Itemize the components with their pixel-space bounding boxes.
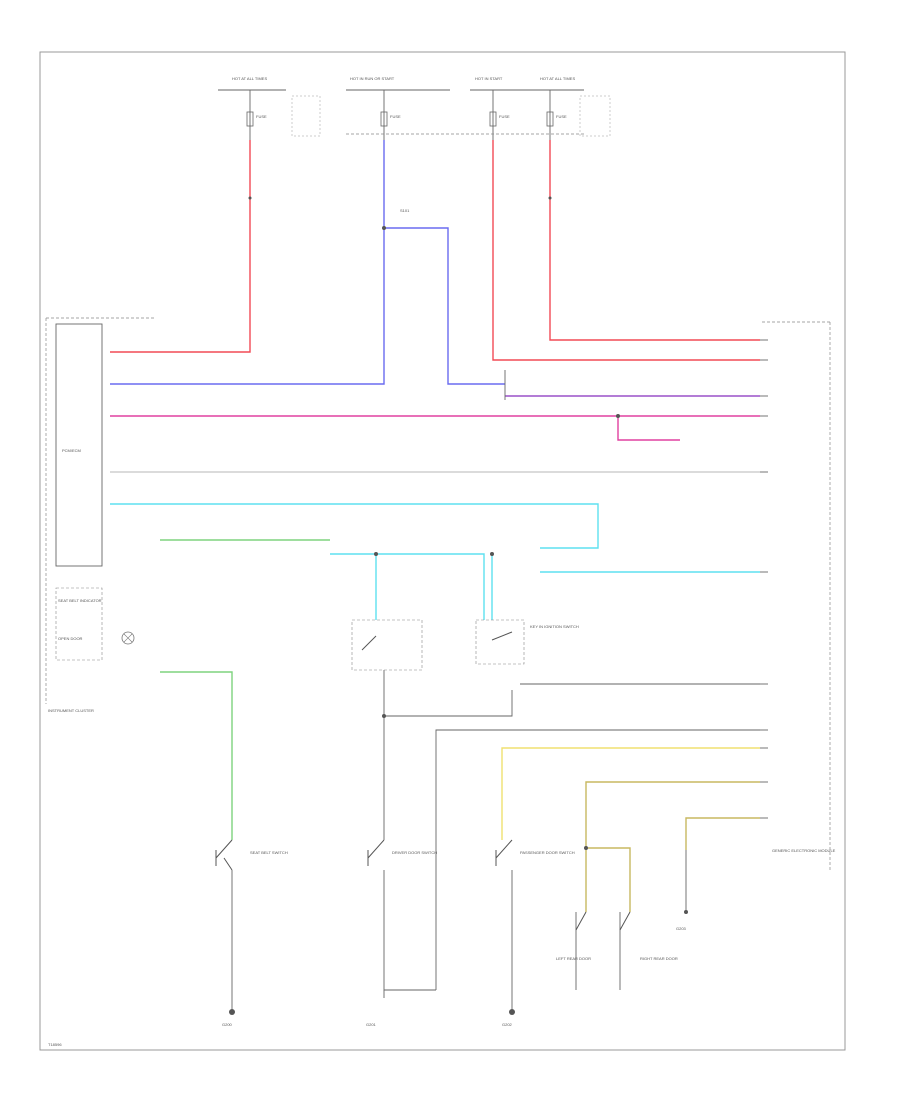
- ic-name-label: INSTRUMENT CLUSTER: [48, 708, 94, 713]
- seat-belt-switch-label: SEAT BELT SWITCH: [250, 850, 288, 855]
- ground-2: G201: [366, 990, 385, 1027]
- power-source-middle: HOT IN RUN OR START FUSE HOT IN START FU…: [346, 76, 584, 140]
- wire-yellow: [501, 747, 760, 840]
- wire-olive1: [585, 781, 760, 912]
- hot-label-mid1: HOT IN RUN OR START: [350, 76, 395, 81]
- splice-node-3: [374, 552, 378, 556]
- splice-node-1: [382, 226, 386, 230]
- passenger-door-switch: PASSENGER DOOR SWITCH: [495, 839, 575, 866]
- right-module-label: GENERIC ELECTRONIC MODULE: [772, 848, 836, 853]
- splice-node-6: [584, 846, 588, 850]
- splice-node-4: [490, 552, 494, 556]
- splice-node-7: [248, 196, 252, 200]
- wire-olive2: [685, 817, 760, 850]
- splice-node-2: [616, 414, 620, 418]
- ground-label-2: G201: [366, 1022, 377, 1027]
- power-source-right: HOT AT ALL TIMES FUSE: [540, 76, 611, 140]
- ground-3: G202: [502, 1009, 515, 1027]
- seat-belt-switch: SEAT BELT SWITCH: [215, 839, 288, 871]
- ground-1: G200: [222, 1009, 235, 1027]
- ground-label-3: G202: [502, 1022, 513, 1027]
- diagram-frame: [39, 51, 846, 1051]
- passenger-door-label: PASSENGER DOOR SWITCH: [520, 850, 575, 855]
- wire-blue: [110, 140, 385, 385]
- fuse-label-left: FUSE: [256, 114, 267, 119]
- wire-red-left: [110, 140, 251, 353]
- wire-red-right2: [549, 140, 760, 341]
- hot-label-right: HOT AT ALL TIMES: [540, 76, 575, 81]
- wire-cyan-mid: [330, 553, 485, 620]
- ic-pcm-box: [55, 323, 103, 567]
- wire-green-drop: [160, 671, 233, 840]
- lr-door-label: LEFT REAR DOOR: [556, 956, 591, 961]
- key-switch-label: KEY IN IGNITION SWITCH: [530, 624, 579, 629]
- rear-door-switches: LEFT REAR DOOR RIGHT REAR DOOR: [556, 911, 678, 961]
- wire-red-right1: [492, 140, 760, 361]
- splice-node-8: [548, 196, 552, 200]
- wire-blue-branch: [384, 227, 505, 385]
- wire-black-6: [383, 870, 436, 991]
- instrument-cluster: PCM/ECM SEAT BELT INDICATOR OPEN DOOR IN…: [45, 317, 156, 713]
- driver-door-module-switch: [351, 619, 423, 671]
- wire-black-10: [575, 912, 621, 990]
- splice-node-5: [382, 714, 386, 718]
- bulb-icon: [121, 631, 135, 645]
- driver-door-label: DRIVER DOOR SWITCH: [392, 850, 437, 855]
- wire-black-3: [435, 729, 760, 990]
- hot-label-left: HOT AT ALL TIMES: [232, 76, 267, 81]
- ic-box-label: PCM/ECM: [62, 448, 81, 453]
- ic-indicator-box: [55, 587, 103, 661]
- wire-black-5: [384, 690, 513, 717]
- belt-lamp-label: SEAT BELT INDICATOR: [58, 598, 102, 603]
- driver-door-switch: DRIVER DOOR SWITCH: [367, 839, 437, 866]
- fuse-label-mid: FUSE: [390, 114, 401, 119]
- splice-label-top: S101: [400, 208, 410, 213]
- ground-label-4: G203: [676, 926, 687, 931]
- right-module: GENERIC ELECTRONIC MODULE: [760, 321, 836, 870]
- door-lamp-label: OPEN DOOR: [58, 636, 83, 641]
- hot-label-mid2: HOT IN START: [475, 76, 503, 81]
- key-in-ignition-switch: KEY IN IGNITION SWITCH: [475, 619, 579, 665]
- wire-magenta-branch: [617, 416, 680, 441]
- wire-cyan-top: [110, 503, 599, 549]
- ground-4: G203: [676, 910, 688, 931]
- ground-label-1: G200: [222, 1022, 233, 1027]
- rr-door-label: RIGHT REAR DOOR: [640, 956, 678, 961]
- fuse-label-mid2: FUSE: [499, 114, 510, 119]
- fuse-label-right: FUSE: [556, 114, 567, 119]
- power-source-left: HOT AT ALL TIMES FUSE: [218, 76, 321, 140]
- diagram-code: T18596: [48, 1042, 62, 1047]
